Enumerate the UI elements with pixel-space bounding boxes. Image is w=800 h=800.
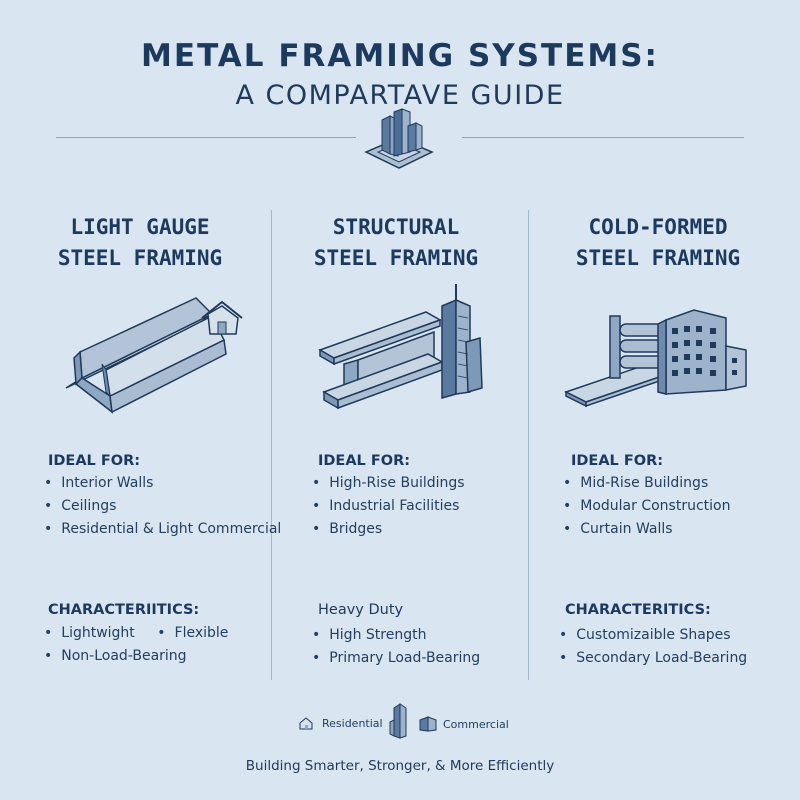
legend-label: Commercial xyxy=(443,717,509,731)
heading-line-2: STEEL FRAMING xyxy=(57,246,223,270)
rolling-mill-with-building-icon xyxy=(564,309,747,408)
office-building-icon xyxy=(419,716,437,732)
characteristics-list: Customizaible Shapes Secondary Load-Bear… xyxy=(559,624,747,670)
list-item: High-Rise Buildings xyxy=(312,472,464,495)
column-divider xyxy=(271,210,272,680)
list-item: Secondary Load-Bearing xyxy=(559,647,747,670)
list-item: Modular Construction xyxy=(563,495,730,518)
ideal-for-list: Interior Walls Ceilings Residential & Li… xyxy=(44,472,281,541)
ideal-for-list: High-Rise Buildings Industrial Facilitie… xyxy=(312,472,465,541)
list-item: Ceilings xyxy=(44,495,281,518)
page-title: METAL FRAMING SYSTEMS: xyxy=(141,38,659,74)
title-rule-right xyxy=(462,137,744,138)
footer-tagline: Building Smarter, Stronger, & More Effic… xyxy=(245,758,555,774)
characteristics-row: Lightwight Flexible xyxy=(44,625,228,641)
ideal-for-label: IDEAL FOR: xyxy=(571,453,664,469)
characteristics-label: CHARACTERIITICS: xyxy=(48,602,200,618)
list-item: Interior Walls xyxy=(44,472,281,495)
heading-line-2: STEEL FRAMING xyxy=(313,246,479,270)
characteristics-label: Heavy Duty xyxy=(318,602,404,618)
list-item: Primary Load-Bearing xyxy=(312,647,480,670)
heading-line-1: STRUCTURAL xyxy=(332,215,460,239)
column-divider xyxy=(528,210,529,680)
legend-item-residential: Residential xyxy=(298,716,383,730)
characteristics-list: High Strength Primary Load-Bearing xyxy=(312,624,480,670)
list-item: Curtain Walls xyxy=(563,518,731,541)
column-heading-structural: STRUCTURAL STEEL FRAMING xyxy=(276,212,516,274)
list-item: Flexible xyxy=(157,625,228,641)
column-heading-light-gauge: LIGHT GAUGE STEEL FRAMING xyxy=(20,212,260,274)
column-heading-cold-formed: COLD-FORMED STEEL FRAMING xyxy=(538,212,778,274)
c-channel-with-house-icon xyxy=(65,297,243,414)
house-icon xyxy=(299,717,313,730)
list-item: Non-Load-Bearing xyxy=(44,648,187,664)
list-item: Residential & Light Commercial xyxy=(44,518,281,541)
list-item: Industrial Facilities xyxy=(312,495,465,518)
ideal-for-label: IDEAL FOR: xyxy=(318,453,411,469)
title-rule-left xyxy=(56,137,356,138)
heading-line-1: LIGHT GAUGE xyxy=(70,215,210,239)
heading-line-2: STEEL FRAMING xyxy=(575,246,741,270)
list-item: Customizaible Shapes xyxy=(559,624,747,647)
legend-label: Residential xyxy=(322,716,383,730)
list-item: Mid-Rise Buildings xyxy=(563,472,731,495)
legend-item-commercial: Commercial xyxy=(418,716,509,732)
ideal-for-label: IDEAL FOR: xyxy=(48,453,141,469)
i-beam-with-skyscraper-icon xyxy=(318,284,483,410)
page-subtitle: A COMPARTAVE GUIDE xyxy=(235,80,565,111)
list-item: Lightwight xyxy=(44,625,135,641)
list-item: Bridges xyxy=(312,518,465,541)
ideal-for-list: Mid-Rise Buildings Modular Construction … xyxy=(563,472,731,541)
buildings-icon xyxy=(364,108,434,169)
legend: Residential Commercial xyxy=(0,703,800,739)
heading-line-1: COLD-FORMED xyxy=(588,215,728,239)
list-item: High Strength xyxy=(312,624,480,647)
skyscraper-icon xyxy=(389,703,407,739)
characteristics-label: CHARACTERITICS: xyxy=(565,602,711,618)
characteristics-row: Non-Load-Bearing xyxy=(44,648,187,664)
